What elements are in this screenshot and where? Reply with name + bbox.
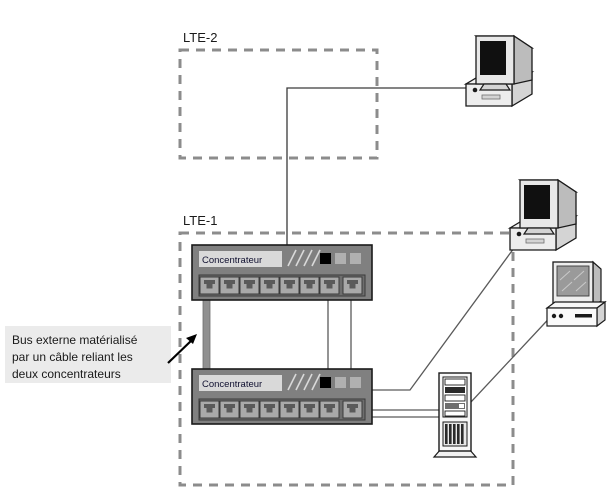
concentrator-top-label-plate — [199, 251, 282, 267]
concentrator-bottom-slashes — [287, 373, 321, 391]
zone-lte1-label: LTE-1 — [183, 213, 217, 228]
zone-lte2: LTE-2 — [178, 30, 379, 160]
annotation-line-1: Bus externe matérialisé — [12, 333, 138, 347]
workstation-top-monitor-side — [513, 34, 533, 85]
workstation-top-screen — [480, 41, 506, 75]
port-2[interactable] — [219, 400, 240, 419]
workstation-top-monitor-stand — [478, 83, 512, 91]
concentrator-bottom-ports[interactable] — [199, 400, 363, 419]
concentrator-bottom-led-1 — [320, 377, 331, 388]
device-concentrator-bottom[interactable]: Concentrateur — [191, 368, 373, 425]
workstation-middle-power-led — [516, 231, 522, 237]
device-concentrator-top[interactable]: Concentrateur — [191, 244, 373, 301]
port-7[interactable] — [319, 276, 340, 295]
port-3[interactable] — [239, 276, 260, 295]
tower-server-bay-3 — [444, 394, 466, 402]
port-2[interactable] — [219, 276, 240, 295]
port-5[interactable] — [279, 400, 300, 419]
cable-to-top-computer — [286, 87, 470, 248]
workstation-middle-screen — [524, 185, 550, 219]
workstation-right-button-1[interactable] — [551, 313, 557, 319]
annotation-line-3: deux concentrateurs — [12, 367, 121, 381]
zone-lte2-label: LTE-2 — [183, 30, 217, 45]
device-workstation-right[interactable] — [545, 260, 607, 328]
tower-server-bay-4-led — [459, 404, 464, 408]
port-4[interactable] — [259, 276, 280, 295]
port-1[interactable] — [199, 400, 220, 419]
annotation-line-2: par un câble reliant les — [12, 350, 133, 364]
device-workstation-top[interactable] — [463, 34, 535, 108]
tower-server-bay-2 — [445, 387, 465, 393]
workstation-right-screen — [556, 265, 590, 297]
workstation-right-screen-hatch — [559, 270, 587, 292]
concentrator-bottom-label-plate — [199, 375, 282, 391]
tower-server-bay-1 — [444, 378, 466, 386]
concentrator-top-led-2 — [335, 253, 346, 264]
port-3[interactable] — [239, 400, 260, 419]
concentrator-top-ports[interactable] — [199, 276, 363, 295]
concentrator-bottom-led-3 — [350, 377, 361, 388]
cable-layer — [202, 87, 558, 418]
workstation-middle-drive-slot — [525, 238, 545, 244]
port-1[interactable] — [199, 276, 220, 295]
workstation-right-drive-slot — [575, 314, 592, 318]
port-6[interactable] — [299, 400, 320, 419]
port-4[interactable] — [259, 400, 280, 419]
zone-lte1: LTE-1 — [178, 213, 515, 487]
concentrator-bottom-label: Concentrateur — [202, 379, 262, 390]
bus-cable — [202, 299, 211, 373]
cable-to-right-pc — [327, 300, 558, 418]
concentrator-top-slashes — [287, 249, 321, 267]
annotation-note-background — [5, 326, 171, 383]
port-5[interactable] — [279, 276, 300, 295]
port-8[interactable] — [342, 400, 363, 419]
annotation-note: Bus externe matérialisé par un câble rel… — [5, 326, 171, 383]
concentrator-top-label: Concentrateur — [202, 255, 262, 266]
tower-server-vent-slots — [445, 424, 464, 444]
port-7[interactable] — [319, 400, 340, 419]
device-workstation-middle[interactable] — [507, 178, 579, 252]
workstation-top-drive-slot — [481, 94, 501, 100]
concentrator-top-led-1 — [320, 253, 331, 264]
workstation-right-monitor-side — [592, 260, 602, 308]
workstation-top-power-led — [472, 87, 478, 93]
zone-lte1-boundary — [178, 231, 515, 487]
workstation-right-case-front — [546, 307, 598, 327]
concentrator-bottom-led-2 — [335, 377, 346, 388]
tower-server-bay-4 — [445, 403, 465, 409]
workstation-right-case-top — [545, 301, 607, 309]
zone-lte2-boundary — [178, 48, 379, 160]
workstation-right-button-2[interactable] — [558, 313, 564, 319]
annotation-arrow — [167, 334, 197, 364]
device-tower-server[interactable] — [432, 372, 478, 458]
cable-to-middle-computer — [350, 232, 526, 391]
workstation-middle-monitor-stand — [522, 227, 556, 235]
tower-server-bay-5 — [444, 410, 466, 417]
port-6[interactable] — [299, 276, 320, 295]
port-8[interactable] — [342, 276, 363, 295]
workstation-middle-monitor-side — [557, 178, 577, 229]
concentrator-top-led-3 — [350, 253, 361, 264]
